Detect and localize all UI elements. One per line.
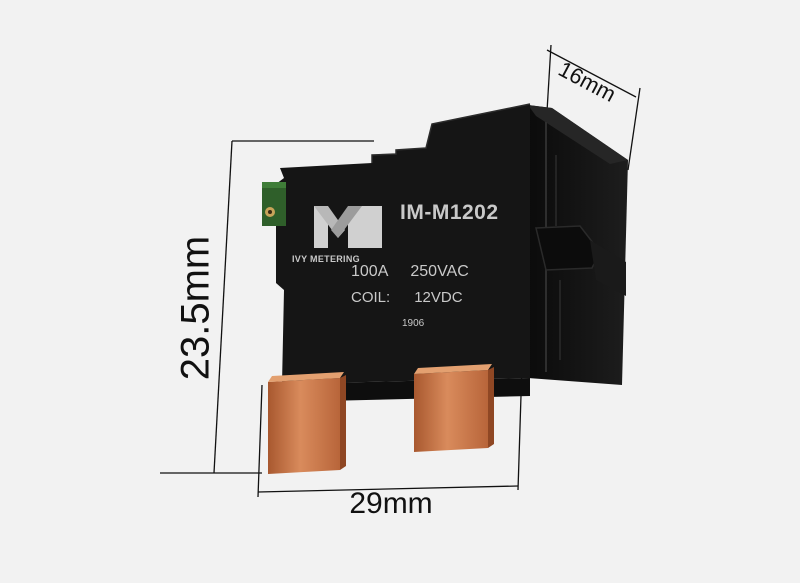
width-extension-left [257,384,263,498]
voltage-rating: 250VAC [410,263,469,280]
width-dimension-line [257,485,519,493]
coil-pin-tab [262,182,286,226]
current-rating: 100A [351,263,389,280]
relay-front-face [276,103,531,402]
height-dimension-label: 23.5mm [173,235,218,381]
coil-voltage: 12VDC [414,289,463,306]
depth-extension-right [627,87,641,171]
ivy-metering-logo [314,206,382,248]
dimension-lines [160,44,641,498]
depth-dimension-line [546,49,637,98]
rating-line: 100A 250VAC [351,263,469,281]
height-dimension-line [213,140,233,474]
brand-name: IVY METERING [292,254,360,264]
relay-side-face [528,105,628,385]
model-number: IM-M1202 [400,201,499,224]
coil-label: COIL: [351,289,391,306]
terminal-left [268,372,346,474]
date-code: 1906 [402,318,425,329]
coil-line: COIL: 12VDC [351,289,463,306]
width-dimension-label: 29mm [349,487,433,520]
terminal-right [414,364,494,452]
